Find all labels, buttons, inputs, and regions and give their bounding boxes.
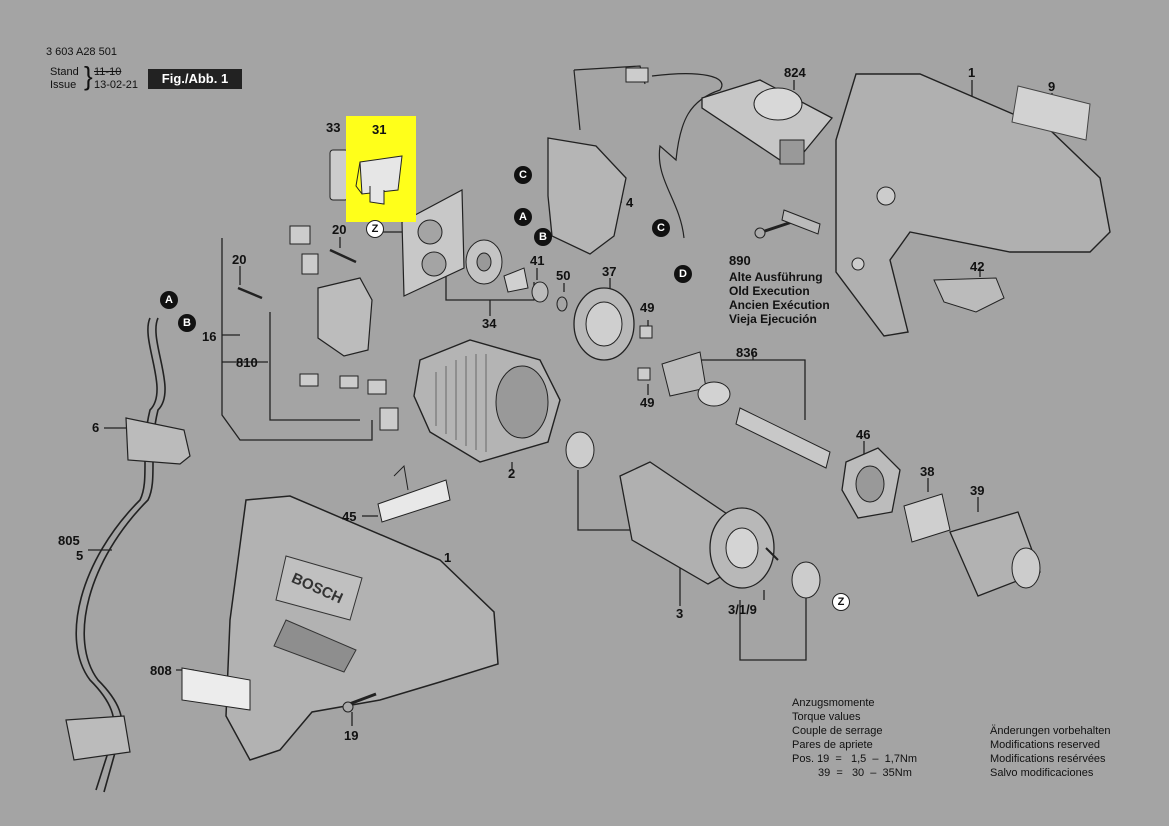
part-label-49: 49 bbox=[640, 395, 655, 410]
callout-c: C bbox=[652, 219, 670, 237]
part-label-50: 50 bbox=[556, 268, 571, 283]
old-execution-note: Alte Ausführung Old Execution Ancien Exé… bbox=[729, 270, 830, 326]
modifications-block: Änderungen vorbehalten Modifications res… bbox=[990, 724, 1110, 780]
torque-title-de: Anzugsmomente bbox=[792, 697, 875, 709]
part-label-20: 20 bbox=[232, 252, 247, 267]
part-label-2: 2 bbox=[508, 466, 516, 481]
torque-title-es: Pares de apriete bbox=[792, 739, 873, 751]
callout-c: C bbox=[514, 166, 532, 184]
stand-label: Stand bbox=[50, 66, 79, 78]
part-label-37: 37 bbox=[602, 264, 617, 279]
callout-z: Z bbox=[366, 220, 384, 238]
old-execution-es: Vieja Ejecución bbox=[729, 312, 817, 326]
part-label-16: 16 bbox=[202, 329, 217, 344]
part-label-45: 45 bbox=[342, 509, 357, 524]
part-label-19: 19 bbox=[344, 728, 359, 743]
part-label-5: 5 bbox=[76, 548, 84, 563]
part-label-836: 836 bbox=[736, 345, 758, 360]
part-label-34: 34 bbox=[482, 316, 497, 331]
modifications-es: Salvo modificaciones bbox=[990, 767, 1094, 779]
part-label-31: 31 bbox=[372, 122, 387, 137]
part-label-38: 38 bbox=[920, 464, 935, 479]
part-label-3: 3 bbox=[676, 606, 684, 621]
part-label-810: 810 bbox=[236, 355, 258, 370]
part-label-41: 41 bbox=[530, 253, 545, 268]
part-label-46: 46 bbox=[856, 427, 871, 442]
figure-label: Fig./Abb. 1 bbox=[148, 69, 242, 89]
part-label-33: 33 bbox=[326, 120, 341, 135]
part-label-3-1-9: 3/1/9 bbox=[728, 602, 757, 617]
modifications-fr: Modifications resérvées bbox=[990, 753, 1106, 765]
part-label-4: 4 bbox=[626, 195, 634, 210]
stand-value: 11-10 bbox=[94, 66, 122, 78]
callout-d: D bbox=[674, 265, 692, 283]
part-label-9: 9 bbox=[1048, 79, 1056, 94]
torque-row-19: Pos. 19 = 1,5 – 1,7Nm bbox=[792, 753, 918, 765]
part-label-20: 20 bbox=[332, 222, 347, 237]
torque-title-en: Torque values bbox=[792, 711, 861, 723]
torque-title-fr: Couple de serrage bbox=[792, 725, 883, 737]
torque-row-39: 39 = 30 – 35Nm bbox=[818, 767, 912, 779]
callout-a: A bbox=[160, 291, 178, 309]
torque-values-block: Anzugsmomente Torque values Couple de se… bbox=[792, 696, 917, 780]
old-execution-de: Alte Ausführung bbox=[729, 270, 823, 284]
old-execution-fr: Ancien Exécution bbox=[729, 298, 830, 312]
modifications-en: Modifications reserved bbox=[990, 739, 1101, 751]
modifications-de: Änderungen vorbehalten bbox=[990, 725, 1111, 737]
part-label-1: 1 bbox=[968, 65, 976, 80]
callout-b: B bbox=[534, 228, 552, 246]
part-label-824: 824 bbox=[784, 65, 806, 80]
issue-label: Issue bbox=[50, 79, 77, 91]
brace-glyph: } bbox=[84, 61, 93, 91]
part-label-808: 808 bbox=[150, 663, 172, 678]
callout-b: B bbox=[178, 314, 196, 332]
callout-a: A bbox=[514, 208, 532, 226]
part-label-805: 805 bbox=[58, 533, 80, 548]
part-label-42: 42 bbox=[970, 259, 985, 274]
part-label-890: 890 bbox=[729, 253, 751, 268]
part-31-drawing bbox=[355, 155, 403, 205]
part-label-39: 39 bbox=[970, 483, 985, 498]
callout-z: Z bbox=[832, 593, 850, 611]
part-label-1: 1 bbox=[444, 550, 452, 565]
document-number: 3 603 A28 501 bbox=[46, 46, 117, 58]
part-label-6: 6 bbox=[92, 420, 100, 435]
old-execution-en: Old Execution bbox=[729, 284, 810, 298]
issue-value: 13-02-21 bbox=[94, 79, 139, 91]
part-label-49: 49 bbox=[640, 300, 655, 315]
